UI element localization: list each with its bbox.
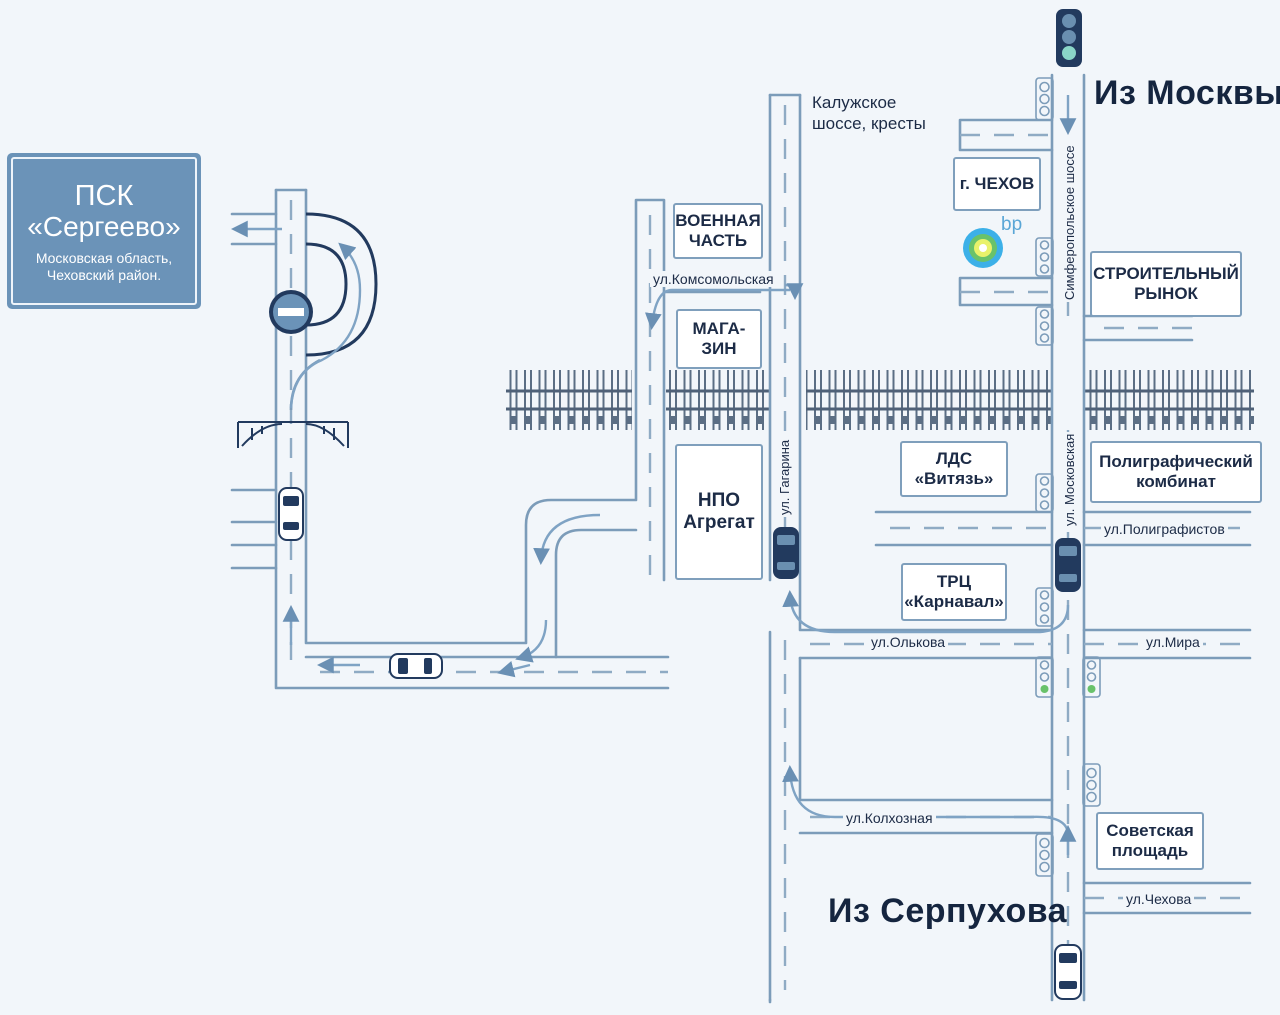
kaluzhskoe-label: Калужское шоссе, кресты — [812, 93, 926, 133]
street-mira: ул.Мира — [1143, 634, 1203, 650]
sign-name: «Сергеево» — [27, 211, 181, 242]
car-icon-bottom — [1054, 944, 1082, 1000]
bridge-icon — [237, 421, 349, 448]
bp-logo-icon — [963, 228, 1003, 268]
sign-district: Чеховский район. — [46, 267, 162, 283]
traffic-light-icon — [1056, 9, 1082, 67]
car-icon-highway — [1055, 538, 1081, 592]
military-unit: ВОЕННАЯ ЧАСТЬ — [673, 203, 763, 259]
railway — [506, 370, 1254, 430]
street-moskovskaya: ул. Московская — [1062, 431, 1077, 528]
sovetskaya-square: Советская площадь — [1096, 812, 1204, 870]
route-arrows — [230, 95, 1077, 855]
street-komsomolskaya: ул.Комсомольская — [650, 271, 777, 287]
street-kolkhoznaya: ул.Колхозная — [843, 810, 936, 826]
building-market: СТРОИТЕЛЬНЫЙ РЫНОК — [1090, 251, 1242, 317]
car-icon-left-road — [278, 487, 304, 541]
street-simferopolskoe: Симферопольское шоссе — [1062, 143, 1077, 302]
street-chekhova: ул.Чехова — [1123, 891, 1195, 907]
street-gagarina: ул. Гагарина — [777, 437, 792, 517]
car-icon-gagarina — [773, 527, 799, 579]
street-olkova: ул.Олькова — [868, 634, 949, 650]
chekhov-city: г. ЧЕХОВ — [953, 157, 1041, 211]
traffic-lights — [1035, 9, 1101, 877]
destination-sign: ПСК «Сергеево» Московская область, Чехов… — [7, 153, 201, 309]
shop: МАГА- ЗИН — [676, 309, 762, 369]
npo-agregat: НПО Агрегат — [675, 444, 763, 580]
lds-vityaz: ЛДС «Витязь» — [900, 441, 1008, 497]
sign-region: Московская область, — [35, 250, 173, 266]
from-moscow-label: Из Москвы — [1094, 74, 1280, 112]
bp-brand-text: bp — [1001, 214, 1023, 235]
roads — [230, 73, 1252, 1004]
no-entry-sign-icon — [269, 290, 313, 334]
street-poligrafistov: ул.Полиграфистов — [1101, 521, 1228, 537]
trc-karnaval: ТРЦ «Карнавал» — [901, 563, 1007, 621]
polygraph-plant: Полиграфический комбинат — [1090, 441, 1262, 503]
car-icon-bottom-road — [389, 653, 443, 679]
sign-title: ПСК — [74, 180, 134, 212]
from-serpukhov-label: Из Серпухова — [828, 892, 1068, 930]
